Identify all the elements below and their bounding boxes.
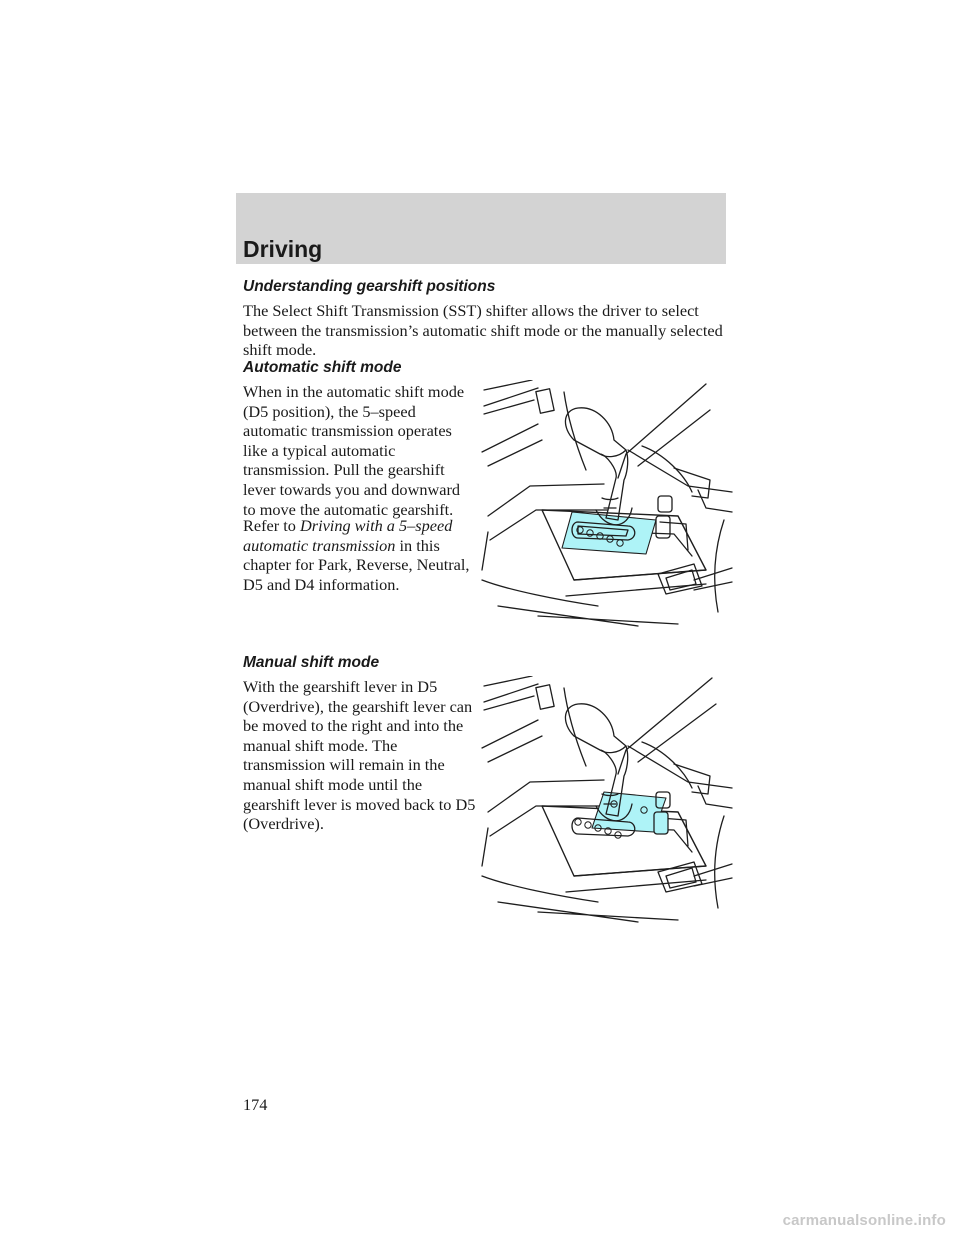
paragraph-understanding: The Select Shift Transmission (SST) shif… bbox=[243, 301, 723, 360]
refer-prefix: Refer to bbox=[243, 516, 296, 535]
gearshift-figure-manual bbox=[478, 676, 734, 930]
paragraph-manual: With the gearshift lever in D5 (Overdriv… bbox=[243, 677, 476, 834]
refer-suffix: in this chapter for Park, Reverse, Neutr… bbox=[243, 535, 470, 594]
header-band bbox=[236, 193, 726, 264]
gearshift-figure-automatic bbox=[478, 380, 734, 632]
heading-automatic: Automatic shift mode bbox=[243, 359, 402, 376]
page-number: 174 bbox=[243, 1095, 268, 1114]
refer-link-text: Driving with a 5–speed automatic transmi… bbox=[243, 516, 453, 555]
footer-watermark: carmanualsonline.info bbox=[782, 1212, 946, 1229]
heading-manual: Manual shift mode bbox=[243, 654, 380, 671]
paragraph-automatic: When in the automatic shift mode (D5 pos… bbox=[243, 382, 465, 519]
paragraph-refer: Refer to Driving with a 5–speed automati… bbox=[243, 516, 475, 594]
heading-understanding: Understanding gearshift positions bbox=[243, 278, 496, 295]
page-title: Driving bbox=[243, 236, 323, 262]
